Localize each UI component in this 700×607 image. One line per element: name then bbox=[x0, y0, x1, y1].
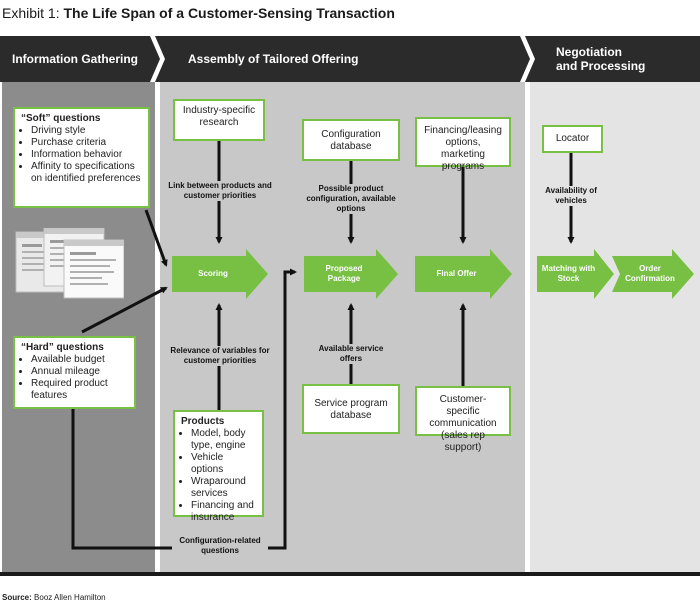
products-heading: Products bbox=[181, 416, 225, 427]
phase-label-negotiation: Negotiation and Processing bbox=[556, 36, 696, 82]
hard-questions-box: “Hard” questions Available budget Annual… bbox=[13, 336, 136, 409]
relevance-variables-label: Relevance of variables for customer prio… bbox=[166, 346, 274, 366]
configuration-questions-label: Configuration-related questions bbox=[172, 536, 268, 556]
source-prefix: Source: bbox=[2, 593, 32, 602]
exhibit-number: Exhibit 1: bbox=[2, 5, 60, 21]
matching-arrow-shape bbox=[537, 249, 614, 299]
product-item: Wraparound services bbox=[191, 476, 256, 500]
hard-to-scoring-arrow bbox=[81, 286, 168, 334]
step-final-label: Final Offer bbox=[436, 269, 477, 278]
customer-communication-box: Customer-specific communication (sales r… bbox=[415, 386, 511, 453]
service-program-database-text: Service program database bbox=[314, 398, 388, 421]
service-program-database-box: Service program database bbox=[302, 384, 400, 434]
possible-configuration-label: Possible product configuration, availabl… bbox=[300, 184, 402, 214]
column-bg-negotiation bbox=[530, 82, 700, 572]
configuration-database-box: Configuration database bbox=[302, 119, 400, 161]
step-order-label: Order Confirmation bbox=[625, 264, 675, 283]
phase-chevron-negotiation bbox=[525, 36, 700, 82]
final-arrow-shape bbox=[415, 249, 512, 299]
step-proposed-label: Proposed Package bbox=[325, 264, 363, 283]
phase-label-negotiation-line2: and Processing bbox=[556, 59, 646, 73]
financing-leasing-box: Financing/leasing options, marketing pro… bbox=[415, 117, 511, 172]
hard-question-item: Available budget bbox=[31, 354, 128, 366]
step-scoring-label: Scoring bbox=[198, 269, 228, 278]
product-item: Financing and insurance bbox=[191, 500, 256, 524]
soft-questions-box: “Soft” questions Driving style Purchase … bbox=[13, 107, 150, 208]
proposed-arrow-shape bbox=[304, 249, 398, 299]
financing-leasing-text: Financing/leasing options, marketing pro… bbox=[424, 125, 502, 172]
phase-header-bar bbox=[0, 36, 700, 82]
industry-research-box: Industry-specific research bbox=[173, 99, 265, 141]
hard-question-item: Required product features bbox=[31, 378, 128, 402]
questionnaire-screenshots-image bbox=[15, 228, 124, 299]
config-questions-connector bbox=[71, 268, 297, 550]
product-item: Model, body type, engine bbox=[191, 428, 256, 452]
soft-question-item: Driving style bbox=[31, 125, 142, 137]
phase-label-negotiation-line1: Negotiation bbox=[556, 45, 622, 59]
locator-box: Locator bbox=[542, 125, 603, 153]
phase-label-assembly: Assembly of Tailored Offering bbox=[188, 52, 359, 66]
source-text: Booz Allen Hamilton bbox=[34, 593, 106, 602]
soft-questions-heading: “Soft” questions bbox=[21, 113, 101, 124]
availability-vehicles-label: Availability of vehicles bbox=[536, 186, 606, 206]
source-note: Source: Booz Allen Hamilton bbox=[2, 593, 106, 602]
industry-research-text: Industry-specific research bbox=[182, 105, 256, 128]
exhibit-title: Exhibit 1: The Life Span of a Customer-S… bbox=[2, 5, 395, 21]
soft-to-scoring-arrow bbox=[144, 209, 168, 267]
step-matching: Matching with Stock bbox=[537, 256, 614, 292]
bottom-rule bbox=[0, 572, 700, 576]
configuration-database-text: Configuration database bbox=[321, 129, 381, 152]
phase-chevron-assembly bbox=[155, 36, 530, 82]
link-products-label: Link between products and customer prior… bbox=[168, 181, 272, 201]
product-item: Vehicle options bbox=[191, 452, 256, 476]
locator-text: Locator bbox=[555, 133, 590, 144]
soft-question-item: Purchase criteria bbox=[31, 137, 142, 149]
step-final-offer: Final Offer bbox=[415, 256, 512, 292]
soft-question-item: Information behavior bbox=[31, 149, 142, 161]
step-order-confirmation: Order Confirmation bbox=[620, 256, 694, 292]
available-service-label: Available service offers bbox=[316, 344, 386, 364]
scoring-arrow-shape bbox=[172, 249, 268, 299]
hard-questions-heading: “Hard” questions bbox=[21, 342, 104, 353]
phase-chevron-information bbox=[0, 36, 160, 82]
step-scoring: Scoring bbox=[172, 256, 268, 292]
hard-question-item: Annual mileage bbox=[31, 366, 128, 378]
phase-label-information: Information Gathering bbox=[12, 52, 138, 66]
customer-communication-text: Customer-specific communication (sales r… bbox=[429, 394, 497, 453]
order-arrow-shape bbox=[612, 249, 694, 299]
step-proposed-package: Proposed Package bbox=[304, 256, 398, 292]
exhibit-heading: The Life Span of a Customer-Sensing Tran… bbox=[63, 5, 395, 21]
step-matching-label: Matching with Stock bbox=[541, 264, 596, 283]
soft-question-item: Affinity to specifications on identified… bbox=[31, 161, 142, 185]
products-box: Products Model, body type, engine Vehicl… bbox=[173, 410, 264, 523]
